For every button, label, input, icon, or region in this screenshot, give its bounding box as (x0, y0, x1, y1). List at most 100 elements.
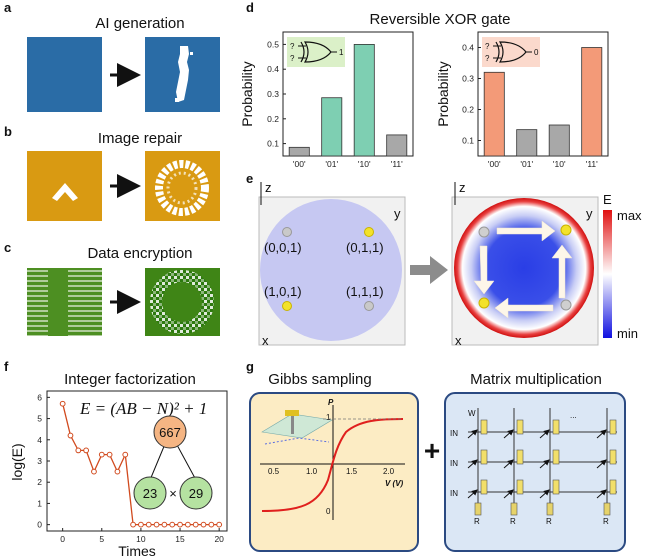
factorization-xtick-2: 10 (136, 534, 146, 544)
xor-right-bar-0 (483, 71, 505, 157)
xor-right-xtick-3: '11' (586, 159, 598, 169)
panel-g-letter: g (246, 359, 254, 374)
xor-chart-left: Probability 0.10.20.30.40.5'00''01''10''… (239, 31, 414, 169)
loss-point-19 (208, 521, 215, 528)
factorization-ytick-6: 6 (37, 392, 42, 402)
loss-point-10 (138, 521, 144, 528)
state-dot-111 (364, 301, 374, 311)
colorbar-min-label: min (617, 326, 638, 341)
gibbs-title: Gibbs sampling (268, 371, 371, 388)
crossbar-arrow-2-3 (596, 489, 607, 499)
xor-right-bar-2 (548, 124, 570, 157)
state-space-left: z y x (0,0,1) (0,1,1) (1,0,1) (1,1,1) (258, 180, 406, 348)
xor-left-ytick-4: 0.5 (267, 39, 279, 49)
energy-dot-011 (560, 224, 572, 236)
energy-dot-001 (478, 226, 490, 238)
tree-operator: × (169, 486, 177, 501)
gate-left-output: 1 (339, 48, 344, 57)
state-dot-001 (282, 227, 292, 237)
xor-right-ylabel: Probability (435, 61, 451, 126)
colorbar-label: E (603, 192, 612, 207)
xor-left-ylabel: Probability (239, 61, 255, 126)
crossbar-arrow-2-2 (539, 489, 550, 499)
colorbar-max-label: max (617, 208, 642, 223)
memristor-1-0 (480, 449, 488, 465)
xor-right-bar-3 (581, 47, 603, 157)
crossbar-resistor-0 (474, 502, 482, 516)
crossbar-arrow-0-3 (596, 429, 607, 439)
factorization-ytick-5: 5 (37, 414, 42, 424)
factorization-ytick-4: 4 (37, 435, 42, 445)
panel-e-letter: e (246, 171, 253, 186)
memristor-2-1 (516, 479, 524, 495)
gibbs-xtick-1: 1.0 (306, 467, 318, 476)
state-dot-101 (282, 301, 292, 311)
factor-tree: 667 23 29 × (133, 415, 213, 510)
loss-point-20 (216, 521, 223, 528)
panel-e-transition-arrow (410, 256, 448, 284)
tree-node-right (179, 476, 213, 510)
xor-chart-right: Probability 0.10.20.30.4'00''01''10''11'… (435, 31, 609, 169)
tree-node-left (133, 476, 167, 510)
xor-left-ytick-0: 0.1 (267, 139, 279, 149)
loss-point-15 (177, 521, 183, 528)
crossbar-arrow-1-2 (539, 459, 550, 469)
xor-right-gate-legend: ? ? 0 (482, 37, 540, 67)
gibbs-xtick-3: 2.0 (383, 467, 395, 476)
loss-point-7 (114, 468, 121, 475)
ai-generation-input-image (27, 37, 102, 112)
loss-point-11 (145, 521, 152, 528)
data-encryption-input-image (27, 268, 102, 336)
panel-a-letter: a (4, 0, 12, 15)
xor-left-xtick-3: '11' (391, 159, 403, 169)
loss-point-12 (153, 521, 160, 528)
gibbs-ylabel: P (328, 398, 334, 407)
panel-b-letter: b (4, 124, 12, 139)
gibbs-xlabel: V (V) (385, 479, 404, 488)
panel-a-title: AI generation (95, 15, 184, 32)
crossbar-r-label-1: R (474, 517, 480, 526)
xor-left-gate-legend: ? ? 1 (287, 37, 345, 67)
factorization-xlabel: Times (118, 543, 156, 558)
crossbar-arrow-0-2 (539, 429, 550, 439)
xor-left-ytick-3: 0.4 (267, 64, 279, 74)
state-label-101: (1,0,1) (264, 284, 302, 299)
factorization-ytick-0: 0 (37, 520, 42, 530)
right-axis-y-label: y (586, 206, 593, 221)
xor-right-xtick-0: '00' (488, 159, 501, 169)
gibbs-xtick-2: 1.5 (346, 467, 358, 476)
xor-left-xtick-0: '00' (293, 159, 306, 169)
gibbs-ytick-0: 0 (326, 507, 331, 516)
image-repair-input-image (27, 151, 102, 221)
loss-point-0 (59, 400, 66, 407)
panel-b-title: Image repair (98, 130, 182, 147)
factorization-ylabel: log(E) (9, 443, 25, 480)
image-repair-output-image (145, 151, 220, 221)
gate-right-input-b: ? (485, 54, 490, 63)
crossbar-arrow-1-3 (596, 459, 607, 469)
crossbar-resistor-2 (546, 502, 554, 516)
left-axis-y-label: y (394, 206, 401, 221)
tree-top-value: 667 (159, 425, 181, 440)
loss-point-14 (169, 521, 176, 528)
memristor-0-3 (609, 419, 617, 435)
crossbar-arrow-0-0 (467, 429, 478, 439)
crossbar-resistor-1 (510, 502, 518, 516)
factorization-ytick-3: 3 (37, 456, 42, 466)
xor-left-bar-1 (321, 97, 343, 157)
energy-dot-111 (560, 299, 572, 311)
energy-colorbar (603, 210, 612, 338)
loss-point-1 (67, 432, 74, 439)
xor-left-ytick-2: 0.3 (267, 89, 279, 99)
energy-flow-arrows (473, 220, 573, 319)
ai-generation-output-image (145, 37, 220, 112)
left-axis-z-label: z (265, 180, 272, 195)
panel-c-letter: c (4, 240, 11, 255)
gate-left-input-b: ? (290, 54, 295, 63)
crossbar-r-label-4: R (603, 517, 609, 526)
loss-point-4 (91, 468, 97, 475)
crossbar-arrow-0-1 (503, 429, 514, 439)
right-axis-z-label: z (459, 180, 466, 195)
